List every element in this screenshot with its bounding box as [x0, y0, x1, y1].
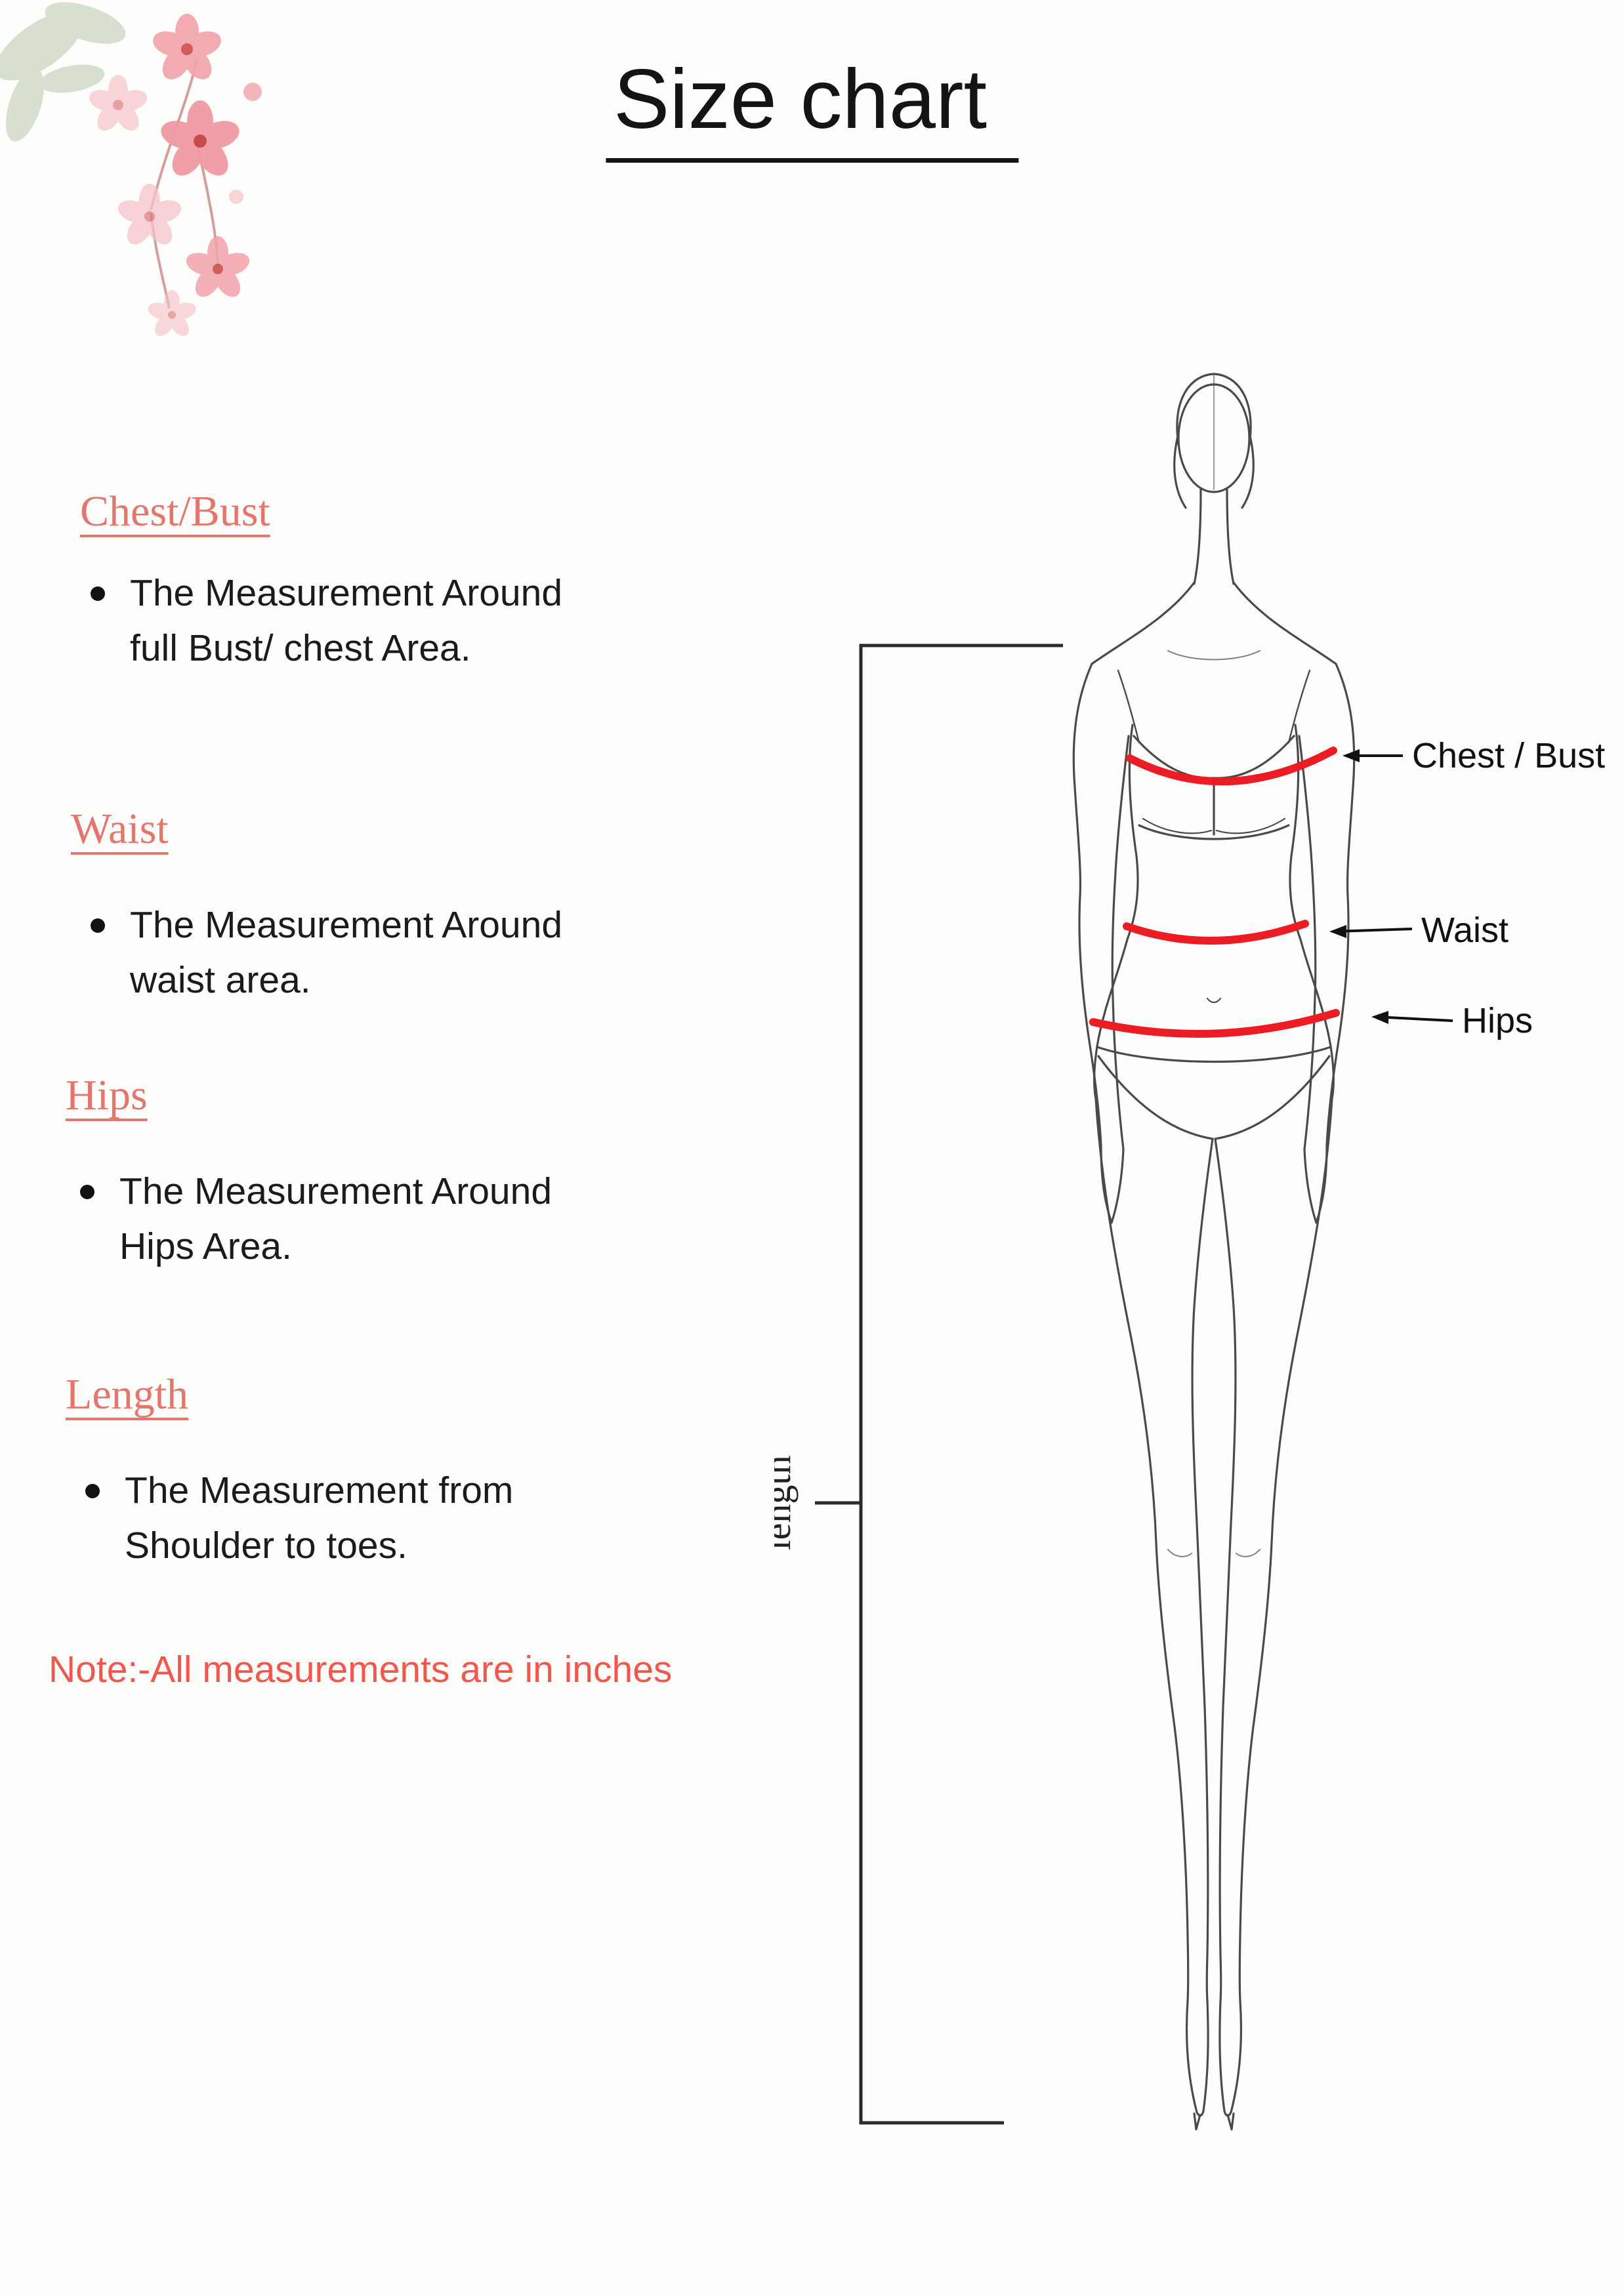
annotations: [1333, 754, 1453, 1022]
measurement-lines: [1089, 747, 1340, 1038]
underwear-left: [1097, 1055, 1214, 1140]
chest-measure-line: [1126, 747, 1337, 786]
hips-measure-line: [1089, 1009, 1340, 1038]
collarbone: [1167, 650, 1260, 661]
flower: [89, 75, 148, 131]
hips-label: Hips: [1462, 1001, 1533, 1040]
arrowheads: [1329, 749, 1388, 1024]
flower-decoration: [0, 2, 262, 337]
length-label: length: [774, 1456, 799, 1551]
bra-cup: [1215, 817, 1286, 834]
neck: [1226, 488, 1235, 585]
annotation-labels: Chest / Bust Waist Hips: [1412, 736, 1605, 1040]
underwear-right: [1214, 1055, 1331, 1140]
hair: [1176, 373, 1252, 446]
flower: [153, 14, 221, 80]
section-heading-waist: Waist: [71, 805, 169, 853]
right-heel: [1226, 2112, 1235, 2131]
navel: [1206, 997, 1222, 1004]
waist-label: Waist: [1421, 911, 1509, 950]
section-heading-chest-bust: Chest/Bust: [80, 487, 270, 535]
flower: [148, 290, 196, 337]
underwear-band: [1096, 1046, 1332, 1063]
page-title: Size chart: [605, 51, 1019, 163]
bullet-text: The Measurement Around full Bust/ chest …: [130, 572, 563, 670]
measurement-note: Note:-All measurements are in inches: [49, 1649, 673, 1691]
bullet-chest-bust: The Measurement Around full Bust/ chest …: [91, 565, 563, 676]
hair-side-left: [1173, 432, 1187, 509]
size-diagram: length: [774, 373, 1605, 2131]
bullet-dot: [85, 1484, 100, 1498]
bra-band: [1138, 824, 1290, 840]
hair-side-right: [1241, 432, 1255, 509]
body-sketch: [1072, 373, 1356, 2131]
waist-arrowhead: [1329, 925, 1346, 938]
bullet-length: The Measurement from Shoulder to toes.: [85, 1463, 558, 1574]
neck: [1193, 488, 1202, 585]
left-heel: [1193, 2112, 1201, 2131]
length-bracket: [815, 644, 1063, 2125]
chest-arrowhead: [1343, 749, 1360, 762]
bullet-text: The Measurement Around Hips Area.: [119, 1170, 552, 1268]
bra-strap: [1117, 669, 1140, 744]
flower-bud: [243, 83, 262, 101]
shoulder-left: [1091, 581, 1196, 665]
shoulder-right: [1232, 581, 1337, 665]
bra-cup: [1142, 817, 1213, 834]
bullet-dot: [80, 1185, 94, 1199]
knee-hint: [1167, 1549, 1192, 1557]
bullet-text: The Measurement Around waist area.: [130, 904, 563, 1002]
right-foot: [1218, 1999, 1243, 2117]
section-heading-hips: Hips: [66, 1071, 148, 1119]
flower: [117, 184, 182, 245]
bullet-text: The Measurement from Shoulder to toes.: [125, 1469, 514, 1567]
leaf-cluster: [0, 2, 126, 142]
bullet-hips: The Measurement Around Hips Area.: [80, 1164, 552, 1275]
chest-label: Chest / Bust: [1412, 736, 1605, 775]
left-foot: [1185, 1999, 1209, 2117]
flower: [161, 100, 239, 176]
bullet-dot: [91, 918, 105, 933]
section-heading-length: Length: [66, 1370, 188, 1418]
waist-measure-line: [1123, 920, 1309, 945]
knee-hint: [1236, 1549, 1260, 1557]
bullet-waist: The Measurement Around waist area.: [91, 897, 563, 1008]
hips-arrowhead: [1371, 1011, 1388, 1024]
flower: [186, 236, 250, 297]
flower-bud: [229, 190, 243, 204]
bullet-dot: [91, 586, 105, 601]
bra-strap: [1287, 669, 1311, 744]
